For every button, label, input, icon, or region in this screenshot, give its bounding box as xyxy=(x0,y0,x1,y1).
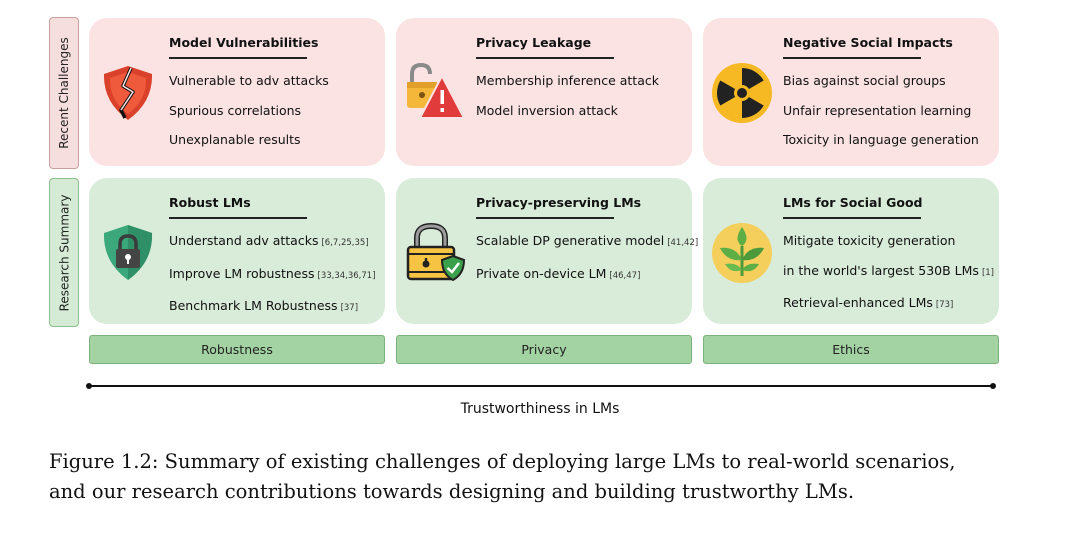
card-privacy-leakage: Privacy Leakage Membership inference att… xyxy=(396,18,692,166)
row-label-text: Research Summary xyxy=(57,194,72,311)
list-item: Mitigate toxicity generation xyxy=(783,233,994,248)
list-item: Bias against social groups xyxy=(783,73,979,88)
citation: [1] xyxy=(981,267,994,278)
card-title: LMs for Social Good xyxy=(783,195,923,210)
item-text: Toxicity in language generation xyxy=(783,132,979,147)
card-negative-social-impacts: Negative Social Impacts Bias against soc… xyxy=(703,18,999,166)
item-text: Bias against social groups xyxy=(783,73,946,88)
citation: [73] xyxy=(935,300,954,310)
item-text: Unfair representation learning xyxy=(783,102,972,118)
broken-shield-icon xyxy=(103,66,153,120)
lock-shield-icon xyxy=(103,225,153,280)
card-title: Robust LMs xyxy=(169,195,251,210)
citation: [37] xyxy=(340,303,359,313)
card-title: Model Vulnerabilities xyxy=(169,35,319,50)
pillar-ethics: Ethics xyxy=(703,335,999,364)
citation: [33,34,36,71] xyxy=(317,270,376,281)
caption-line: and our research contributions towards d… xyxy=(49,480,855,503)
card-title: Privacy-preserving LMs xyxy=(476,195,642,210)
hazard-icon xyxy=(712,63,772,123)
card-model-vulnerabilities: Model Vulnerabilities Vulnerable to adv … xyxy=(89,18,385,166)
item-list: Membership inference attack Model invers… xyxy=(476,73,659,132)
title-underline xyxy=(169,57,307,59)
item-text: Spurious correlations xyxy=(169,102,302,118)
list-item: Unfair representation learning xyxy=(783,103,979,118)
item-list: Bias against social groups Unfair repres… xyxy=(783,73,979,162)
trustworthiness-axis xyxy=(86,383,996,389)
list-item: Private on-device LM[46,47] xyxy=(476,266,698,284)
item-text: Mitigate toxicity generation xyxy=(783,233,956,248)
item-text: Vulnerable to adv attacks xyxy=(169,73,329,88)
caption-line: Figure 1.2: Summary of existing challeng… xyxy=(49,450,956,473)
axis-label: Trustworthiness in LMs xyxy=(460,401,620,417)
list-item: in the world's largest 530B LMs[1] xyxy=(783,263,994,281)
item-text: Unexplanable results xyxy=(169,132,301,147)
list-item: Scalable DP generative model[41,42] xyxy=(476,233,698,251)
card-title: Negative Social Impacts xyxy=(783,35,953,50)
citation: [6,7,25,35] xyxy=(321,238,369,248)
list-item: Retrieval-enhanced LMs[73] xyxy=(783,295,994,313)
item-list: Scalable DP generative model[41,42] Priv… xyxy=(476,233,698,298)
item-text: Scalable DP generative model xyxy=(476,233,665,248)
pillar-robustness: Robustness xyxy=(89,335,385,364)
title-underline xyxy=(476,57,614,59)
row-label-research-summary: Research Summary xyxy=(49,178,79,327)
item-text: Understand adv attacks xyxy=(169,233,319,248)
item-text: Model inversion attack xyxy=(476,102,618,118)
item-text: in the world's largest 530B LMs xyxy=(783,262,979,278)
figure-caption: Figure 1.2: Summary of existing challeng… xyxy=(49,447,1059,507)
list-item: Toxicity in language generation xyxy=(783,132,979,147)
card-title: Privacy Leakage xyxy=(476,35,592,50)
padlock-icon xyxy=(406,222,466,282)
citation: [46,47] xyxy=(609,270,641,281)
item-text: Benchmark LM Robustness xyxy=(169,298,338,313)
title-underline xyxy=(783,217,921,219)
leaf-icon xyxy=(712,223,772,283)
list-item: Model inversion attack xyxy=(476,103,659,118)
item-list: Understand adv attacks[6,7,25,35] Improv… xyxy=(169,233,376,331)
item-text: Improve LM robustness xyxy=(169,265,315,281)
pillar-privacy: Privacy xyxy=(396,335,692,364)
list-item: Unexplanable results xyxy=(169,132,329,147)
item-text: Private on-device LM xyxy=(476,265,607,281)
item-text: Retrieval-enhanced LMs xyxy=(783,295,933,310)
item-text: Membership inference attack xyxy=(476,73,659,88)
title-underline xyxy=(476,217,614,219)
card-lms-for-social-good: LMs for Social Good Mitigate toxicity ge… xyxy=(703,178,999,324)
list-item: Benchmark LM Robustness[37] xyxy=(169,298,376,316)
card-privacy-preserving-lms: Privacy-preserving LMs Scalable DP gener… xyxy=(396,178,698,324)
item-list: Vulnerable to adv attacks Spurious corre… xyxy=(169,73,329,162)
list-item: Understand adv attacks[6,7,25,35] xyxy=(169,233,376,251)
card-robust-lms: Robust LMs Understand adv attacks[6,7,25… xyxy=(89,178,385,324)
list-item: Membership inference attack xyxy=(476,73,659,88)
list-item: Spurious correlations xyxy=(169,103,329,118)
row-label-recent-challenges: Recent Challenges xyxy=(49,17,79,169)
list-item: Improve LM robustness[33,34,36,71] xyxy=(169,266,376,284)
title-underline xyxy=(169,217,307,219)
unlocked-warning-icon xyxy=(407,62,465,119)
list-item: Vulnerable to adv attacks xyxy=(169,73,329,88)
item-list: Mitigate toxicity generation in the worl… xyxy=(783,233,994,328)
citation: [41,42] xyxy=(667,238,699,248)
row-label-text: Recent Challenges xyxy=(57,37,72,149)
title-underline xyxy=(783,57,921,59)
